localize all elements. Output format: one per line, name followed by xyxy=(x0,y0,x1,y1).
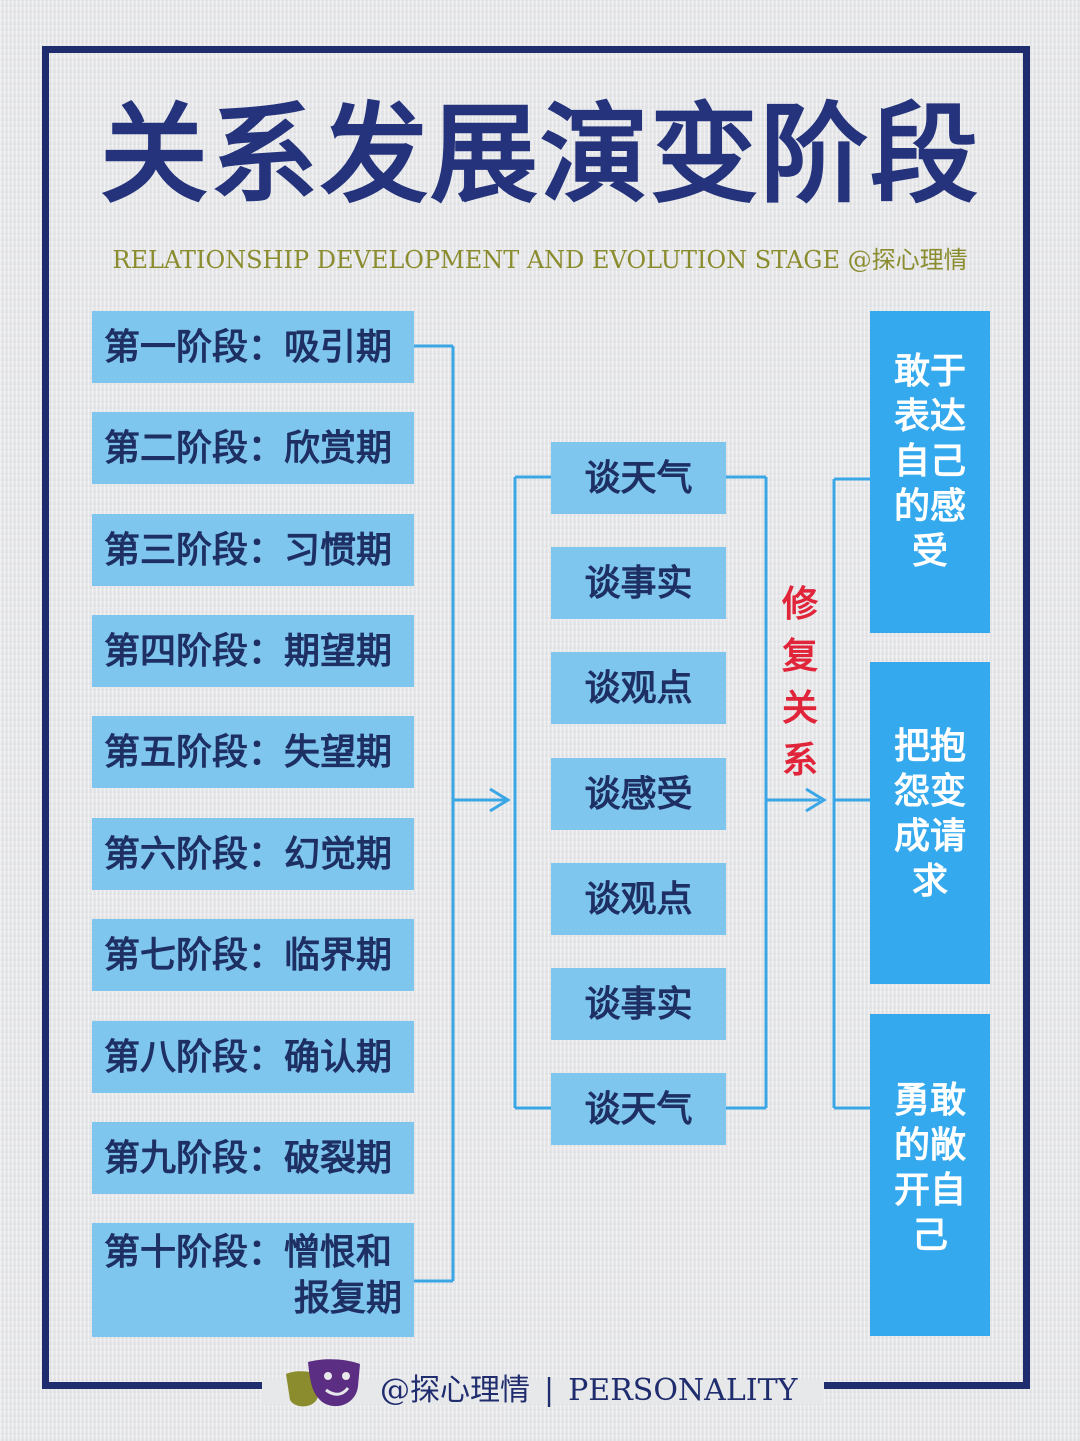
stage-1: 第一阶段：吸引期 xyxy=(92,311,414,383)
stage-3: 第三阶段：习惯期 xyxy=(92,514,414,586)
theater-masks-icon xyxy=(286,1359,360,1407)
stage-4: 第四阶段：期望期 xyxy=(92,615,414,687)
arrow-right-icon xyxy=(489,787,827,813)
footer-separator: | xyxy=(544,1373,555,1408)
page-title: 关系发展演变阶段 xyxy=(99,92,980,218)
stage-7: 第七阶段：临界期 xyxy=(92,919,414,991)
stage-5: 第五阶段：失望期 xyxy=(92,716,414,788)
talk-item-3: 谈观点 xyxy=(551,652,726,724)
talk-item-6: 谈事实 xyxy=(551,968,726,1040)
talk-item-4: 谈感受 xyxy=(551,758,726,830)
talk-item-1: 谈天气 xyxy=(551,442,726,514)
result-box-2: 把抱怨变成请求 xyxy=(870,662,990,984)
talk-item-7: 谈天气 xyxy=(551,1073,726,1145)
stage-10: 第十阶段：憎恨和 报复期 xyxy=(92,1223,414,1337)
page-subtitle: RELATIONSHIP DEVELOPMENT AND EVOLUTION S… xyxy=(112,246,968,274)
stage-9: 第九阶段：破裂期 xyxy=(92,1122,414,1194)
talk-item-5: 谈观点 xyxy=(551,863,726,935)
footer-brand: PERSONALITY xyxy=(568,1373,798,1408)
stage-2: 第二阶段：欣赏期 xyxy=(92,412,414,484)
result-box-3: 勇敢的敞开自己 xyxy=(870,1014,990,1336)
footer-handle: @探心理情 xyxy=(380,1373,530,1408)
stage-6: 第六阶段：幻觉期 xyxy=(92,818,414,890)
footer-text: @探心理情 | PERSONALITY xyxy=(380,1365,797,1409)
repair-label: 修复关系 xyxy=(781,583,818,781)
stage-10-line2: 报复期 xyxy=(294,1277,403,1319)
talk-item-2: 谈事实 xyxy=(551,547,726,619)
stage-8: 第八阶段：确认期 xyxy=(92,1021,414,1093)
stage-10-line1: 第十阶段：憎恨和 xyxy=(104,1231,393,1273)
result-box-1: 敢于表达自己的感受 xyxy=(870,311,990,633)
